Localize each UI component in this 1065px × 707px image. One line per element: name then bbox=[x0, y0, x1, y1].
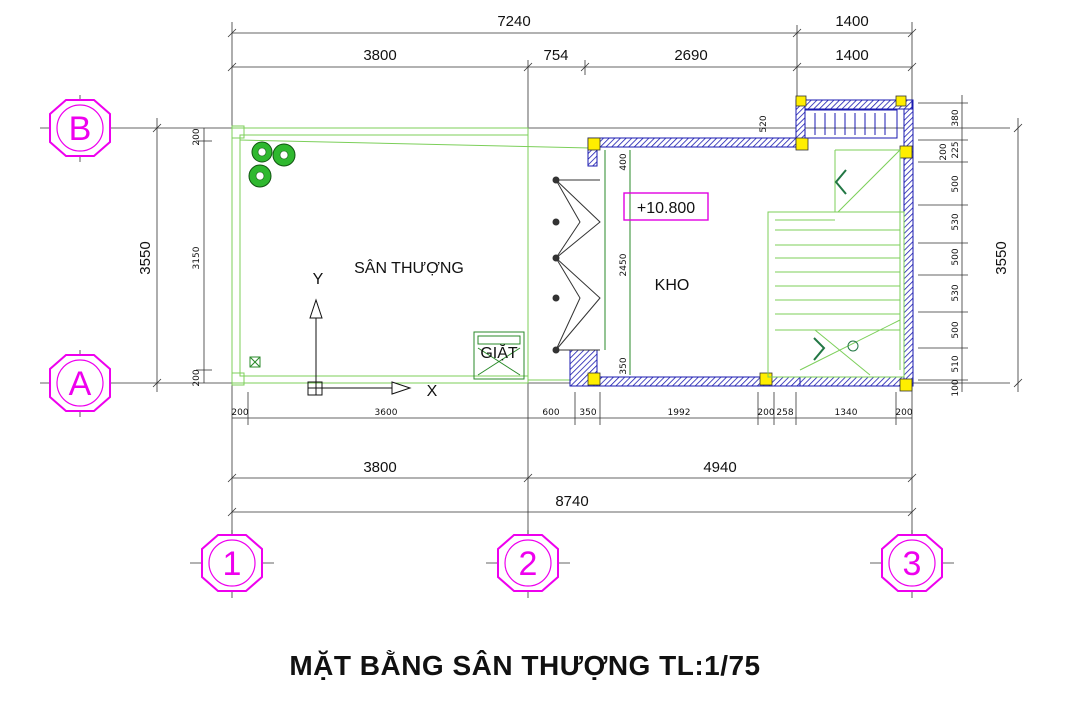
dim-right-small-4: 530 bbox=[951, 213, 961, 230]
clothesline-icon bbox=[552, 176, 601, 354]
dim-right-small-2: 225 bbox=[951, 141, 961, 158]
dim-bottom-small-2: 3600 bbox=[375, 408, 398, 418]
right-dimensions bbox=[918, 95, 1023, 392]
dim-top-seg3: 2690 bbox=[674, 47, 707, 64]
floor-drain-icon bbox=[249, 356, 261, 368]
staircase bbox=[767, 149, 905, 378]
dim-right-small-3: 500 bbox=[951, 175, 961, 192]
axis-bubble-B bbox=[40, 95, 118, 162]
dim-bottom-small-1: 200 bbox=[231, 408, 248, 418]
dim-bottom-small-9: 200 bbox=[895, 408, 912, 418]
dim-interior-1: 400 bbox=[619, 153, 629, 170]
axis-bubble-3 bbox=[870, 530, 954, 598]
stair-railings bbox=[804, 109, 898, 139]
dim-bottom-small-7: 258 bbox=[776, 408, 793, 418]
left-dimensions bbox=[152, 118, 212, 392]
columns bbox=[587, 95, 913, 392]
room-label-terrace: SÂN THƯỢNG bbox=[354, 258, 464, 277]
axis-label-2: 2 bbox=[519, 545, 538, 583]
dim-left-small-3: 200 bbox=[192, 369, 202, 386]
dim-bottom-small-6: 200 bbox=[757, 408, 774, 418]
level-mark: +10.800 bbox=[637, 200, 695, 217]
room-label-laundry: GIẶT bbox=[480, 343, 518, 362]
dim-interior-3: 350 bbox=[619, 357, 629, 374]
level-mark-box bbox=[623, 192, 709, 221]
dim-stair-right-small: 200 bbox=[939, 143, 949, 160]
dim-bottom-small-4: 350 bbox=[579, 408, 596, 418]
axis-x-label: X bbox=[427, 383, 438, 400]
laundry-machine-icon bbox=[473, 331, 525, 380]
dim-right-small-9: 100 bbox=[951, 379, 961, 396]
dim-top-stair-overall: 1400 bbox=[835, 13, 868, 30]
dim-bottom-small-3: 600 bbox=[542, 408, 559, 418]
dim-stair-top: 520 bbox=[759, 115, 769, 132]
drawing-title: MẶT BẰNG SÂN THƯỢNG TL:1/75 bbox=[289, 650, 760, 681]
dim-left-overall: 3550 bbox=[137, 241, 154, 274]
axis-bubble-2 bbox=[486, 530, 570, 598]
dim-bottom-small-8: 1340 bbox=[835, 408, 858, 418]
plant-icon bbox=[248, 141, 296, 188]
dim-right-small-6: 530 bbox=[951, 284, 961, 301]
terrace-parapet bbox=[231, 127, 591, 384]
axis-label-A: A bbox=[69, 365, 92, 403]
dim-left-small-2: 3150 bbox=[192, 246, 202, 269]
dim-right-small-8: 510 bbox=[951, 355, 961, 372]
storage-walls bbox=[569, 99, 914, 387]
dim-interior-2: 2450 bbox=[619, 253, 629, 276]
dim-right-small-1: 380 bbox=[951, 109, 961, 126]
dim-bottom-small-5: 1992 bbox=[668, 408, 691, 418]
coordinate-axes-icon bbox=[307, 298, 412, 396]
dim-bottom-mid-2: 4940 bbox=[703, 459, 736, 476]
axis-label-3: 3 bbox=[903, 545, 922, 583]
parapet-post-top bbox=[231, 125, 245, 139]
dim-bottom-overall: 8740 bbox=[555, 493, 588, 510]
dim-top-seg4: 1400 bbox=[835, 47, 868, 64]
floor-drain-cross-2 bbox=[249, 356, 261, 368]
axis-bubble-1 bbox=[190, 530, 274, 598]
top-dimensions bbox=[227, 25, 917, 100]
dim-top-seg2: 754 bbox=[543, 47, 568, 64]
dim-bottom-mid-1: 3800 bbox=[363, 459, 396, 476]
axis-bubble-A bbox=[40, 350, 118, 417]
axis-y-label: Y bbox=[313, 271, 324, 288]
dim-right-small-7: 500 bbox=[951, 321, 961, 338]
stair-newel-icon bbox=[847, 340, 859, 352]
dim-top-seg1: 3800 bbox=[363, 47, 396, 64]
dim-top-overall: 7240 bbox=[497, 13, 530, 30]
stair-direction-arrows bbox=[813, 169, 847, 361]
dim-left-small-1: 200 bbox=[192, 128, 202, 145]
dim-right-overall: 3550 bbox=[993, 241, 1010, 274]
axis-label-B: B bbox=[69, 110, 92, 148]
dim-right-small-5: 500 bbox=[951, 248, 961, 265]
room-label-storage: KHO bbox=[655, 277, 690, 294]
parapet-post-bottom bbox=[231, 372, 245, 386]
storage-inner-lines bbox=[604, 150, 631, 375]
axis-label-1: 1 bbox=[223, 545, 242, 583]
bottom-dimensions bbox=[227, 392, 917, 517]
